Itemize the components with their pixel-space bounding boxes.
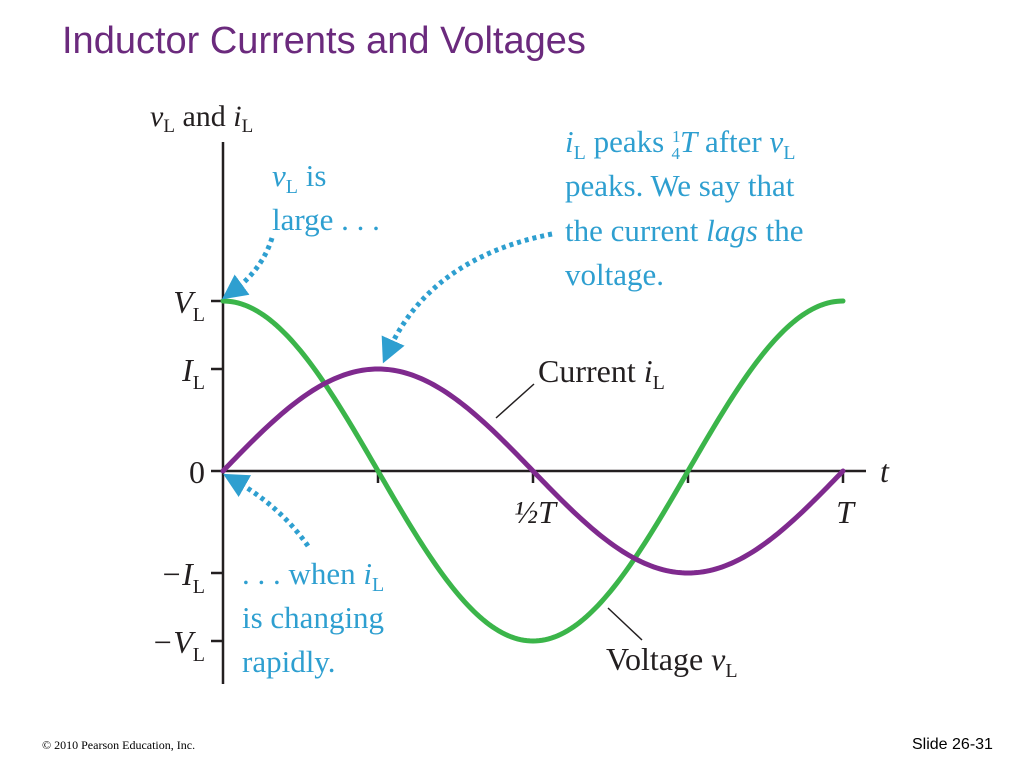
x-axis-label: t [880,453,890,489]
slide-title: Inductor Currents and Voltages [62,20,586,62]
footer-copyright: © 2010 Pearson Education, Inc. [42,738,196,752]
current-label-leader [495,383,535,419]
arrow-il-peaks [381,231,553,364]
arrow-vl-large [221,237,275,300]
current-curve [220,366,846,576]
slide-number: Slide 26-31 [912,736,993,753]
y-axis-label: vL and iL [150,100,253,137]
voltage-label-leader [607,607,643,641]
annotation-vl-large: vL is large . . . [272,158,380,237]
x-ticks: ½T T [376,471,856,530]
y-ticks: VL IL 0 −IL −VL [152,284,223,666]
voltage-curve [220,298,846,644]
y-tick-label-2: 0 [189,454,205,490]
y-tick-label-1: IL [181,352,205,394]
x-tick-label-1: ½T [514,494,558,530]
y-tick-label-4: −VL [152,624,205,666]
y-tick-label-0: VL [173,284,205,326]
voltage-label: Voltage vL [606,641,738,682]
y-tick-label-3: −IL [161,556,205,598]
arrow-when-changing [223,473,311,548]
annotation-when-changing: . . . when iL is changing rapidly. [242,556,392,679]
x-tick-label-3: T [836,494,856,530]
current-label: Current iL [538,353,665,394]
